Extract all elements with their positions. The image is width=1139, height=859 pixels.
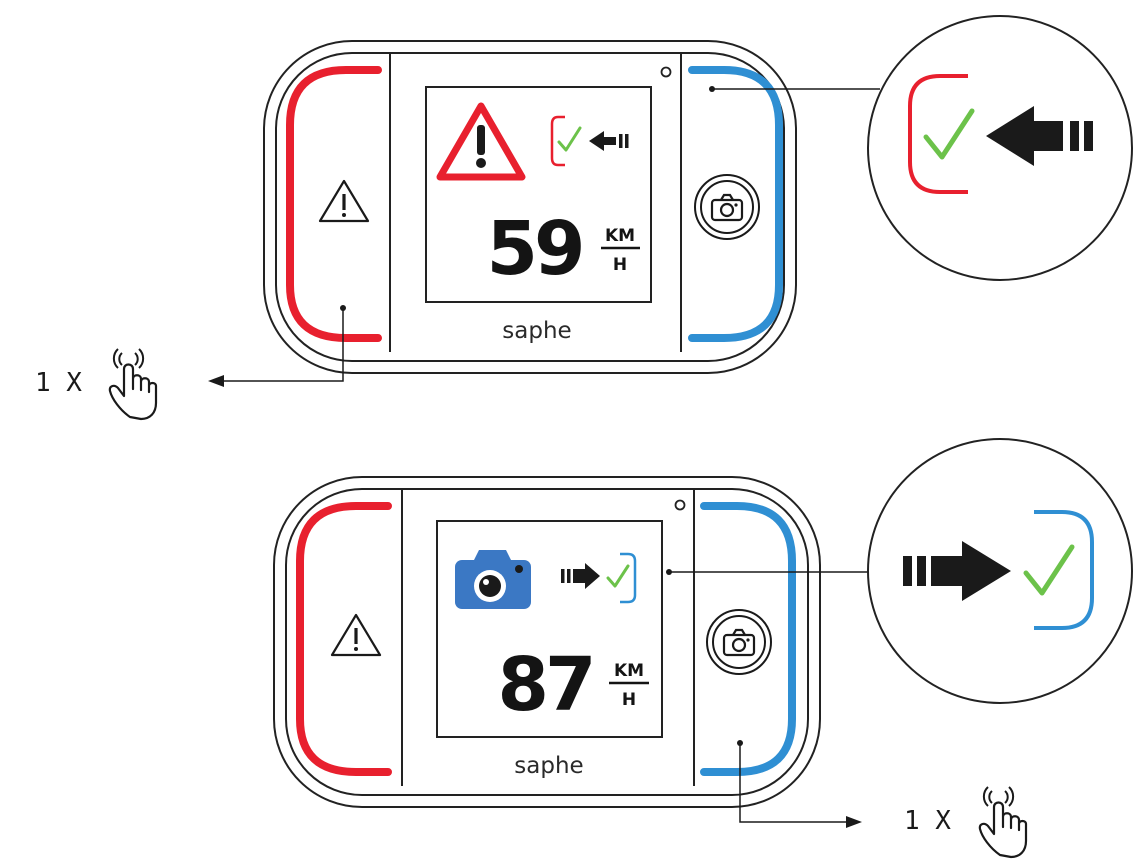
camera-button-top[interactable]	[688, 66, 783, 342]
arrow-right-icon	[931, 541, 1011, 601]
camera-button-bottom[interactable]	[700, 502, 796, 776]
screen-top	[425, 86, 652, 303]
speed-unit-h-top: H	[613, 255, 627, 275]
hand-tap-icon	[978, 785, 1028, 859]
screen-confirm-indicator	[550, 115, 629, 167]
checkmark-icon	[1023, 544, 1075, 596]
press-count-bottom: 1 X	[904, 806, 951, 836]
warning-button-top[interactable]	[286, 66, 382, 342]
speed-unit-km-bottom: KM	[614, 661, 644, 681]
device-bottom: 87 KM H saphe	[273, 476, 821, 808]
speed-unit-km-top: KM	[605, 226, 635, 246]
press-count-top: 1 X	[35, 368, 82, 398]
speed-value-bottom: 87	[498, 642, 593, 728]
brand-logo-top: saphe	[502, 318, 571, 344]
screen-confirm-indicator-bottom	[561, 552, 637, 604]
screen-bottom	[436, 520, 663, 738]
device-top: 59 KM H saphe	[263, 40, 797, 374]
checkmark-icon	[923, 108, 975, 160]
zoom-circle-bottom	[867, 438, 1133, 704]
screen-warning-icon	[436, 102, 526, 181]
speed-unit-h-bottom: H	[622, 690, 636, 710]
speed-value-top: 59	[487, 206, 582, 292]
zoom-circle-top	[867, 15, 1133, 281]
brand-logo-bottom: saphe	[514, 753, 583, 779]
screen-camera-icon	[455, 550, 531, 609]
warning-button-bottom[interactable]	[296, 502, 392, 776]
hand-tap-icon	[108, 347, 158, 421]
arrow-left-icon	[986, 106, 1063, 166]
